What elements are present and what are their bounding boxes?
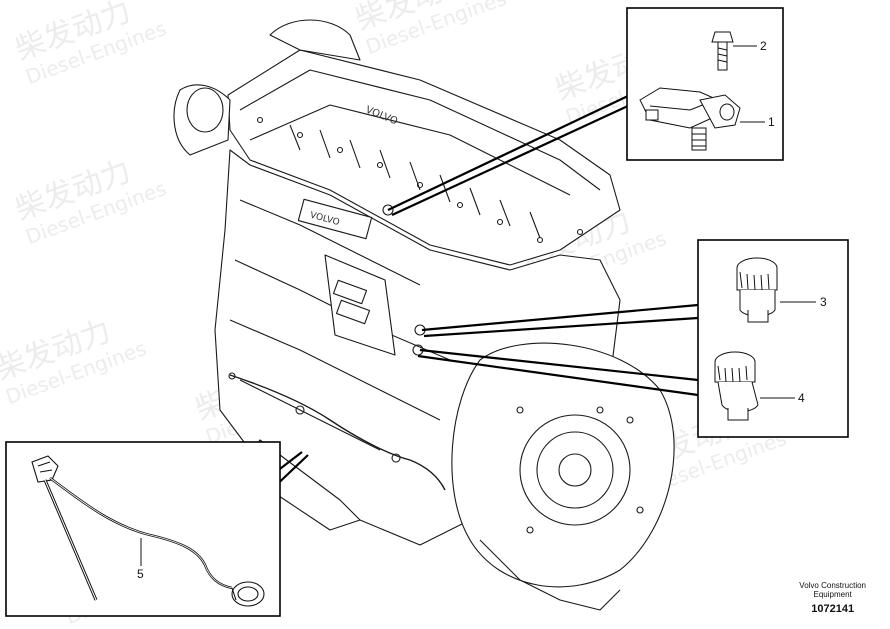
sensor-part-3 [736, 257, 778, 323]
callout-2: 2 [760, 39, 767, 53]
leader-sensor-3b [423, 316, 699, 338]
callout-4: 4 [798, 391, 805, 405]
drawing-number: 1072141 [811, 603, 855, 615]
sensor-part-4 [714, 351, 759, 421]
leader-sensor-4 [419, 348, 699, 382]
sensor-part-1 [639, 87, 741, 151]
drawing-caption: Volvo Construction Equipment 1072141 [799, 581, 866, 615]
caption-maker-line2: Equipment [813, 590, 852, 599]
harness-part-5 [31, 455, 265, 607]
bolt-part-2 [711, 31, 734, 71]
leader-top-inset-b [391, 104, 631, 216]
sensor-location-top [382, 204, 394, 216]
engine-block-drawing: VOLVO VOLVO [173, 19, 675, 611]
inset-harness-5: 5 [5, 441, 281, 617]
flywheel-housing [451, 342, 675, 588]
leader-sensor-3 [421, 303, 699, 332]
leader-lines [199, 94, 699, 549]
leader-sensor-4b [417, 354, 699, 397]
callout-5: 5 [137, 567, 144, 581]
wiring-harness [229, 374, 446, 491]
callout-1: 1 [768, 115, 775, 129]
leader-top-inset [387, 94, 631, 211]
ecu-module [324, 254, 396, 356]
inset-sensor-1-2: 2 1 [626, 7, 784, 161]
callout-3: 3 [820, 295, 827, 309]
valve-cover [227, 49, 621, 266]
bolt-details [256, 116, 644, 534]
caption-maker-line1: Volvo Construction [799, 581, 866, 590]
inset-sensor-3-4: 3 4 [697, 239, 849, 438]
